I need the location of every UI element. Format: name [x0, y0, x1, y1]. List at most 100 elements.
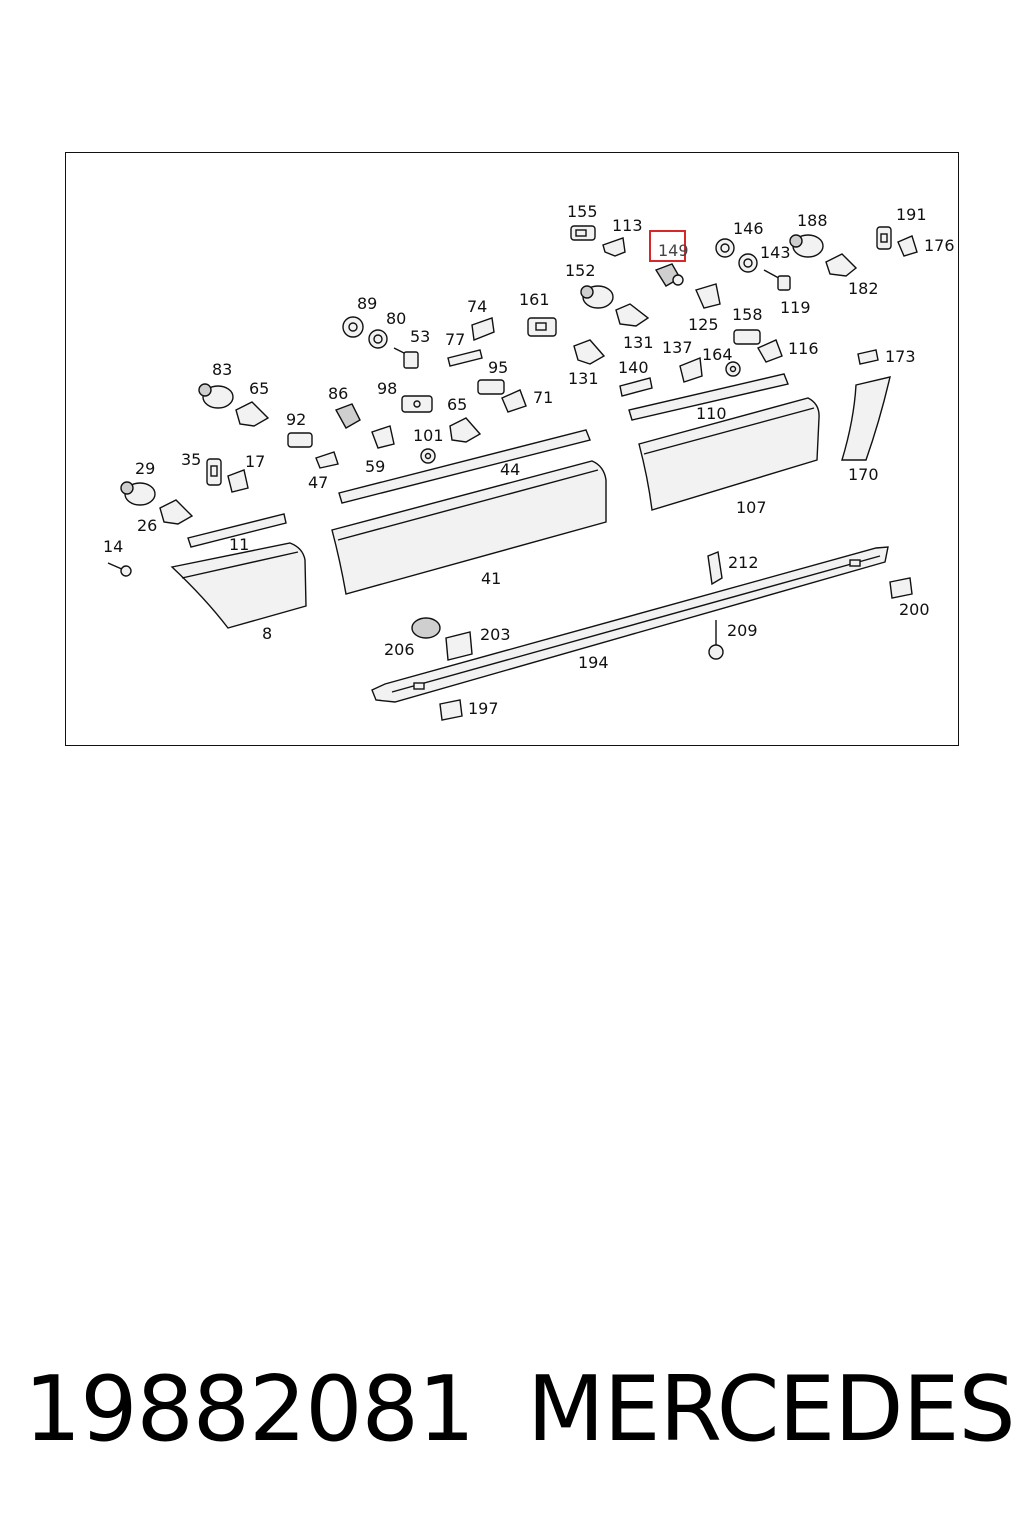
- callout-label-highlighted: 149: [658, 241, 689, 260]
- callout-label: 164: [702, 345, 733, 364]
- callout-label: 158: [732, 305, 763, 324]
- fastener-86[interactable]: [334, 403, 361, 429]
- clip-98[interactable]: [401, 395, 433, 413]
- callout-label: 140: [618, 358, 649, 377]
- fastener-188[interactable]: [789, 234, 824, 258]
- callout-label: 92: [286, 410, 306, 429]
- fastener-83[interactable]: [198, 383, 234, 409]
- callout-label: 194: [578, 653, 609, 672]
- clip-59[interactable]: [371, 425, 395, 449]
- callout-label: 197: [468, 699, 499, 718]
- trim-strip-110[interactable]: [628, 373, 789, 421]
- clip-116[interactable]: [757, 339, 783, 363]
- highlight-box: [649, 230, 686, 262]
- callout-labels: 155 113 149 146 188 191 176 152 143 182 …: [103, 202, 955, 718]
- stud-53[interactable]: [393, 347, 419, 369]
- callout-label: 86: [328, 384, 348, 403]
- clip-176[interactable]: [897, 235, 918, 257]
- washer-164[interactable]: [725, 361, 741, 377]
- callout-label: 152: [565, 261, 596, 280]
- callout-label: 155: [567, 202, 598, 221]
- bracket-74[interactable]: [471, 317, 495, 341]
- clip-182[interactable]: [825, 253, 858, 277]
- callout-label: 137: [662, 338, 693, 357]
- washer-101[interactable]: [420, 448, 436, 464]
- screw-14[interactable]: [107, 562, 132, 577]
- callout-label: 101: [413, 426, 444, 445]
- callout-label: 146: [733, 219, 764, 238]
- clip-95[interactable]: [477, 379, 505, 395]
- callout-label: 125: [688, 315, 719, 334]
- clip-200[interactable]: [889, 577, 913, 599]
- callout-label: 65: [249, 379, 269, 398]
- callout-label: 8: [262, 624, 272, 643]
- clip-212[interactable]: [707, 551, 723, 586]
- clip-131b[interactable]: [573, 339, 606, 365]
- callout-label: 209: [727, 621, 758, 640]
- callout-label: 35: [181, 450, 201, 469]
- rocker-panel-194[interactable]: [371, 546, 889, 703]
- trim-strip-11[interactable]: [187, 513, 287, 548]
- clip-197[interactable]: [439, 699, 463, 721]
- fastener-29[interactable]: [120, 481, 156, 506]
- clip-155[interactable]: [570, 225, 596, 241]
- callout-label: 53: [410, 327, 430, 346]
- callout-label: 98: [377, 379, 397, 398]
- clip-203[interactable]: [445, 631, 473, 661]
- clip-71[interactable]: [501, 389, 527, 413]
- screw-209[interactable]: [708, 620, 724, 660]
- clip-131a[interactable]: [615, 303, 650, 327]
- clip-125[interactable]: [695, 283, 721, 309]
- callout-label: 17: [245, 452, 265, 471]
- trim-panel-8[interactable]: [170, 542, 307, 629]
- clip-47[interactable]: [315, 451, 339, 469]
- fastener-149[interactable]: [654, 263, 684, 287]
- callout-label: 47: [308, 473, 328, 492]
- callout-label: 107: [736, 498, 767, 517]
- end-cap-170[interactable]: [841, 376, 891, 461]
- clip-158[interactable]: [733, 329, 761, 345]
- bracket-77[interactable]: [447, 349, 483, 367]
- nut-80[interactable]: [368, 329, 388, 349]
- fastener-152[interactable]: [580, 285, 614, 309]
- bracket-140[interactable]: [619, 377, 653, 397]
- callout-label: 212: [728, 553, 759, 572]
- clip-65b[interactable]: [449, 417, 482, 443]
- callout-label: 200: [899, 600, 930, 619]
- stud-119[interactable]: [763, 269, 791, 291]
- trim-panel-107[interactable]: [638, 397, 820, 511]
- trim-strip-44[interactable]: [338, 429, 591, 504]
- clip-92[interactable]: [287, 432, 313, 448]
- footer: 19882081 MERCEDES: [0, 1355, 1024, 1465]
- grommet-143[interactable]: [738, 253, 758, 273]
- clip-173[interactable]: [857, 349, 879, 365]
- callout-label: 89: [357, 294, 377, 313]
- callout-label: 59: [365, 457, 385, 476]
- grommet-146[interactable]: [715, 238, 735, 258]
- callout-label: 11: [229, 535, 249, 554]
- clip-65a[interactable]: [235, 401, 270, 427]
- callout-label: 29: [135, 459, 155, 478]
- callout-label: 182: [848, 279, 879, 298]
- clip-113[interactable]: [602, 237, 626, 257]
- callout-label: 113: [612, 216, 643, 235]
- fastener-206[interactable]: [411, 617, 441, 639]
- callout-label: 161: [519, 290, 550, 309]
- clip-191[interactable]: [876, 226, 892, 250]
- clip-26[interactable]: [159, 499, 194, 525]
- callout-label: 26: [137, 516, 157, 535]
- trim-panel-41[interactable]: [331, 460, 607, 595]
- clip-17[interactable]: [227, 469, 249, 493]
- callout-label: 71: [533, 388, 553, 407]
- callout-label: 191: [896, 205, 927, 224]
- clip-137[interactable]: [679, 357, 703, 383]
- nut-89[interactable]: [342, 316, 364, 338]
- part-number: 19882081: [24, 1357, 475, 1462]
- clip-161[interactable]: [527, 317, 557, 337]
- clip-35[interactable]: [206, 458, 222, 486]
- callout-label: 188: [797, 211, 828, 230]
- callout-label: 176: [924, 236, 955, 255]
- brand-name: MERCEDES: [527, 1357, 1016, 1462]
- callout-label: 206: [384, 640, 415, 659]
